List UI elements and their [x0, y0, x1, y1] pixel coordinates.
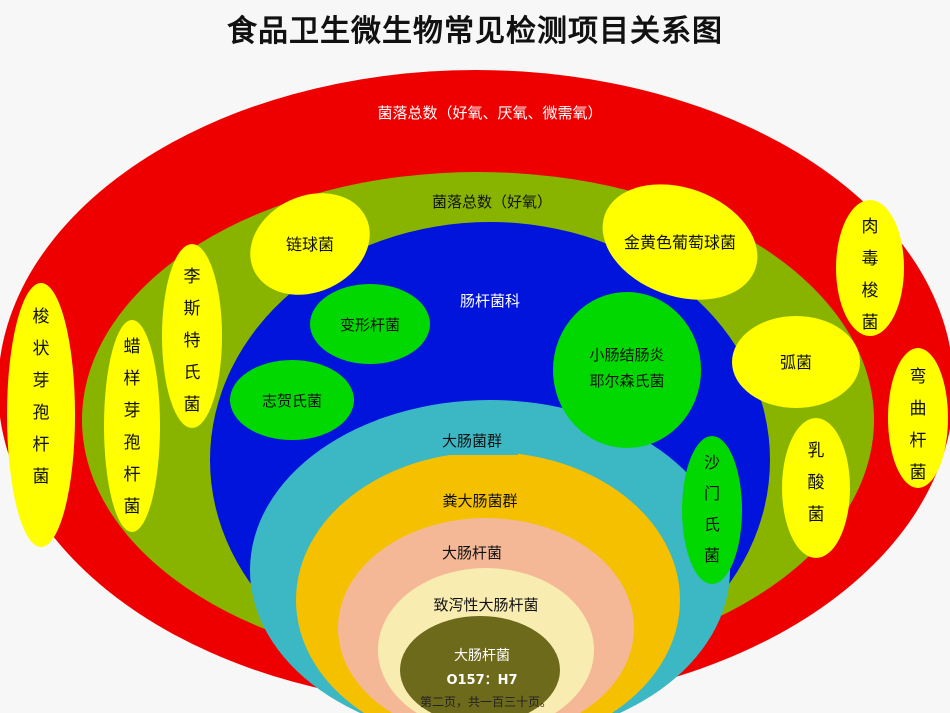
clostridium-botulinum-label: 肉毒梭菌: [862, 217, 879, 333]
salmonella-bubble: [682, 436, 742, 584]
streptococcus-bubble: [250, 193, 370, 295]
staph-label: 金黄色葡萄球菌: [624, 233, 736, 252]
clostridium-botulinum-bubble: [836, 200, 904, 336]
fecal-coliform-label: 粪大肠菌群: [442, 492, 517, 510]
bacillus-cereus-label: 梭状芽孢杆菌: [33, 307, 50, 487]
streptococcus-label: 链球菌: [286, 235, 334, 254]
o157-ring: [400, 616, 560, 713]
listeria-bubble: [162, 244, 222, 428]
proteus-label: 变形杆菌: [340, 316, 400, 334]
aerobic-count-label: 菌落总数（好氧）: [432, 193, 552, 211]
shigella-bubble: [230, 360, 354, 440]
campylobacter-label: 弯曲杆菌: [910, 367, 927, 483]
proteus-bubble: [310, 284, 430, 364]
o157-label-1: 大肠杆菌: [454, 648, 510, 664]
shigella-label: 志贺氏菌: [262, 392, 322, 410]
staph-bubble: [602, 184, 758, 300]
page-footer: 第二页，共一百三十页。: [420, 695, 553, 709]
bacillus-bubble: [104, 320, 160, 532]
campylobacter-bubble: [888, 348, 948, 488]
diagram-title: 食品卫生微生物常见检测项目关系图: [227, 14, 723, 49]
enterobacteriaceae-label: 肠杆菌科: [460, 292, 520, 310]
yersinia-bubble: [553, 292, 701, 448]
o157-label-2: O157：H7: [446, 673, 517, 688]
yersinia-label-2: 耶尔森氏菌: [589, 372, 664, 390]
total-count-label: 菌落总数（好氧、厌氧、微需氧）: [377, 104, 602, 122]
salmonella-label: 沙门氏菌: [704, 453, 720, 565]
fecal-label-bg: [414, 485, 546, 515]
ecoli-label: 大肠杆菌: [442, 544, 502, 562]
vibrio-bubble: [732, 316, 860, 408]
bacillus-cereus-bubble: [7, 283, 75, 547]
listeria-label: 李斯特氏菌: [184, 267, 201, 415]
coliform-label: 大肠菌群: [442, 432, 502, 450]
coliform-label-bg: [428, 425, 518, 455]
lactic-bubble: [782, 418, 850, 558]
bacillus-label: 蜡样芽孢杆菌: [124, 337, 141, 517]
pathogenic-ecoli-label: 致泻性大肠杆菌: [433, 596, 538, 614]
vibrio-label: 弧菌: [780, 353, 812, 372]
lactic-label: 乳酸菌: [808, 441, 825, 525]
yersinia-label-1: 小肠结肠炎: [589, 346, 664, 364]
